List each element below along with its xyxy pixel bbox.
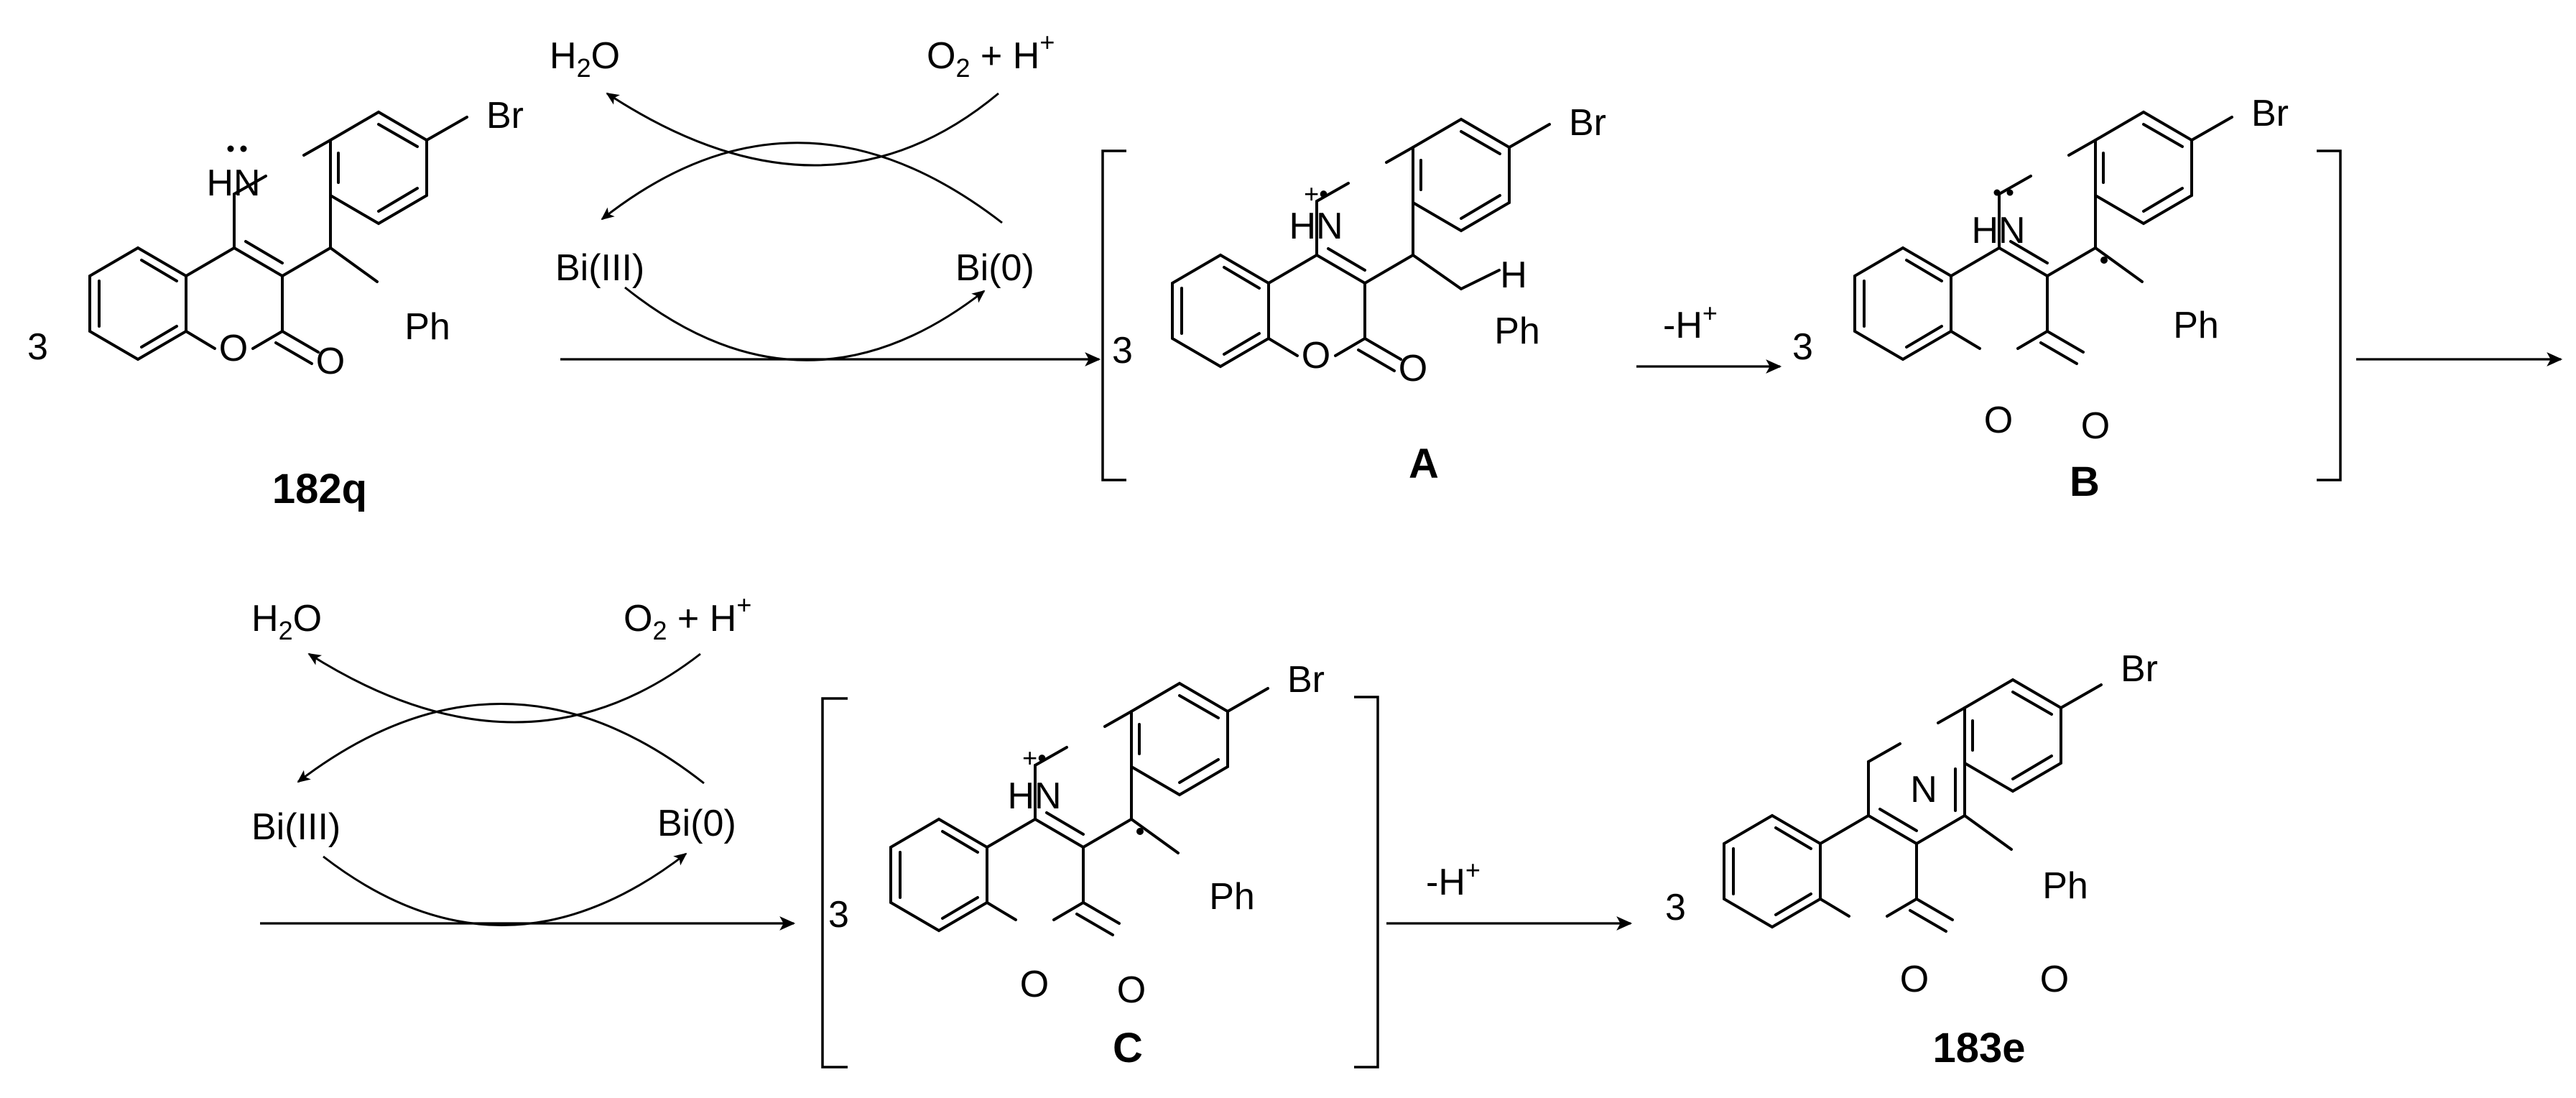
nh-label: HN	[206, 162, 260, 204]
oxygen-proton-label: O2 + H+	[624, 590, 751, 645]
ph-label: Ph	[2173, 305, 2219, 346]
biiii-to-bi0-arc	[624, 286, 986, 361]
compound-label-183e: 183e	[1932, 1025, 2025, 1071]
oxygen-to-water-arc	[606, 92, 999, 167]
bi-iii-label: Bi(III)	[251, 806, 340, 848]
compound-label-c: C	[1113, 1025, 1143, 1071]
intermediate-b-structure: HN Br Ph O O	[1853, 93, 2289, 447]
n-label: N	[1910, 769, 1937, 811]
compound-label-a: A	[1409, 440, 1439, 487]
reactant-182q-structure: HN Br Ph O O	[88, 95, 524, 382]
bracket-left-row1	[1101, 149, 1126, 481]
ph-label: Ph	[1494, 310, 1540, 352]
carbonyl-oxygen-label: O	[2081, 405, 2110, 447]
h-label: H	[1500, 254, 1527, 296]
bi0-to-biiii-arc	[601, 142, 1003, 224]
ph-label: Ph	[404, 306, 450, 348]
bi0-to-biiii-arc	[297, 703, 705, 785]
water-label: H2O	[251, 598, 322, 645]
nh-label: HN	[1289, 206, 1343, 247]
radical-cation-label: +•	[1022, 743, 1047, 772]
compound-label-182q: 182q	[272, 466, 367, 512]
ph-label: Ph	[2042, 865, 2088, 907]
catalytic-cycle-row2: H2O O2 + H+ Bi(III) Bi(0)	[251, 590, 796, 931]
carbonyl-oxygen-label: O	[1117, 969, 1146, 1011]
intermediate-a-coefficient: 3	[1112, 330, 1133, 372]
br-label: Br	[486, 95, 524, 137]
product-coefficient: 3	[1665, 887, 1686, 928]
br-label: Br	[2121, 648, 2158, 690]
deprotonation-label-2: -H+	[1426, 855, 1481, 903]
water-label: H2O	[550, 35, 620, 83]
br-label: Br	[2251, 93, 2289, 134]
oxygen-to-water-arc	[307, 652, 701, 724]
intermediate-a-structure: HN +• Br H Ph O O	[1171, 102, 1606, 389]
bracket-left-row2	[821, 697, 848, 1069]
radical-cation-label: +•	[1304, 179, 1328, 208]
intermediate-b-coefficient: 3	[1792, 326, 1813, 368]
bracket-right-row1	[2317, 149, 2342, 481]
nh-label: HN	[1971, 210, 2025, 252]
catalytic-cycle-row1: H2O O2 + H+ Bi(III) Bi(0)	[550, 27, 1101, 366]
ring-oxygen-label: O	[219, 328, 248, 369]
bracket-right-row2	[1354, 696, 1379, 1069]
nh-label: HN	[1007, 775, 1061, 817]
biiii-to-bi0-arc	[323, 852, 687, 926]
br-label: Br	[1287, 659, 1325, 701]
intermediate-c-structure: HN +• Br Ph O O	[889, 659, 1325, 1011]
reactant-coefficient: 3	[27, 326, 48, 368]
product-183e-structure: N Br Ph O O	[1723, 648, 2158, 1000]
ph-label: Ph	[1209, 876, 1255, 918]
ring-oxygen-label: O	[1302, 335, 1330, 377]
bi-0-label: Bi(0)	[657, 803, 736, 844]
compound-label-b: B	[2070, 458, 2100, 505]
oxygen-proton-label: O2 + H+	[927, 27, 1055, 83]
ring-oxygen-label: O	[1984, 400, 2013, 441]
br-label: Br	[1569, 102, 1606, 144]
carbonyl-oxygen-label: O	[316, 341, 345, 382]
carbonyl-oxygen-label: O	[1399, 348, 1427, 389]
bi-0-label: Bi(0)	[955, 247, 1034, 289]
ring-oxygen-label: O	[1020, 964, 1049, 1005]
ring-oxygen-label: O	[1900, 959, 1929, 1000]
carbonyl-oxygen-label: O	[2040, 959, 2069, 1000]
intermediate-c-coefficient: 3	[828, 894, 849, 936]
bi-iii-label: Bi(III)	[555, 247, 644, 289]
deprotonation-label-1: -H+	[1663, 298, 1718, 346]
